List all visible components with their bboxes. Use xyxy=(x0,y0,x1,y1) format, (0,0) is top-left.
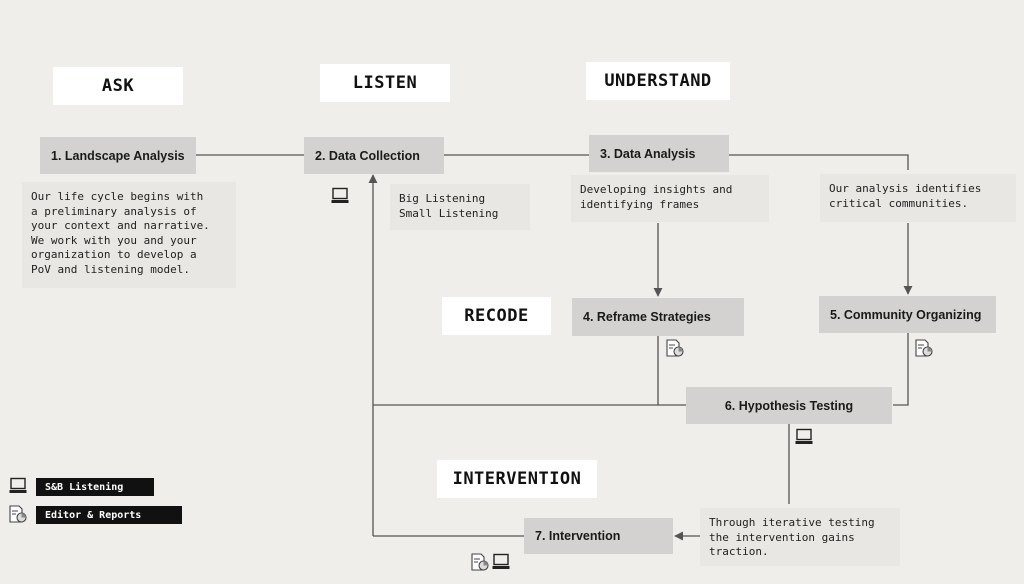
step-intervention: 7. Intervention xyxy=(524,518,673,554)
step-landscape-analysis: 1. Landscape Analysis xyxy=(40,137,196,174)
computer-icon xyxy=(492,553,510,569)
document-chart-icon xyxy=(9,505,27,523)
legend-editor-reports: Editor & Reports xyxy=(36,506,182,524)
legend-sb-listening: S&B Listening xyxy=(36,478,154,496)
document-chart-icon xyxy=(471,553,489,571)
phase-ask-label: ASK xyxy=(53,67,183,105)
note-landscape: Our life cycle begins with a preliminary… xyxy=(22,182,236,288)
phase-listen-label: LISTEN xyxy=(320,64,450,102)
note-listening: Big Listening Small Listening xyxy=(390,184,530,230)
step-data-collection: 2. Data Collection xyxy=(304,137,444,174)
document-chart-icon xyxy=(666,339,684,357)
step-reframe-strategies: 4. Reframe Strategies xyxy=(572,298,744,336)
note-insights: Developing insights and identifying fram… xyxy=(571,175,769,222)
step-hypothesis-testing: 6. Hypothesis Testing xyxy=(686,387,892,424)
phase-intervention-label: INTERVENTION xyxy=(437,460,597,498)
computer-icon xyxy=(9,477,27,493)
computer-icon xyxy=(331,187,349,203)
computer-icon xyxy=(795,428,813,444)
document-chart-icon xyxy=(915,339,933,357)
step-data-analysis: 3. Data Analysis xyxy=(589,135,729,172)
phase-recode-label: RECODE xyxy=(442,297,551,335)
step-community-organizing: 5. Community Organizing xyxy=(819,296,996,333)
note-iterative-testing: Through iterative testing the interventi… xyxy=(700,508,900,566)
note-communities: Our analysis identifies critical communi… xyxy=(820,174,1016,222)
phase-understand-label: UNDERSTAND xyxy=(586,62,730,100)
